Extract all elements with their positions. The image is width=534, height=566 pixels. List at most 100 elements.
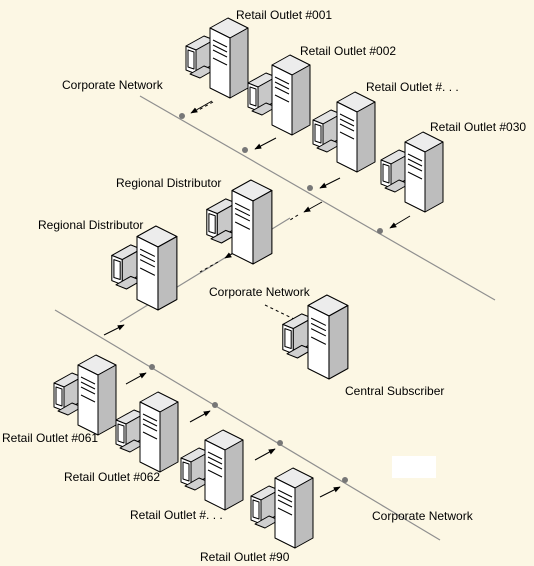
computer-tower-icon — [206, 179, 273, 265]
drive-slot — [80, 381, 96, 390]
arrow-icon — [319, 486, 341, 498]
network-node — [307, 185, 313, 191]
drive-slot — [142, 423, 158, 432]
crt-monitor-icon — [250, 485, 280, 529]
label-central-subscriber: Central Subscriber — [345, 384, 445, 398]
drive-slot — [407, 163, 423, 172]
tower-front — [307, 304, 330, 380]
bottom-network-line — [54, 309, 441, 541]
drive-slot — [139, 248, 156, 257]
drive-slot — [212, 39, 228, 48]
computer-tower-icon — [180, 429, 244, 511]
drive-slot — [339, 131, 355, 140]
crt-monitor-icon — [247, 72, 277, 116]
monitor-screen — [117, 423, 125, 444]
arrow-icon — [289, 214, 299, 221]
network-node — [212, 402, 218, 408]
label-corporate-network-mid: Corporate Network — [209, 285, 310, 299]
label-regional-distributor-1: Regional Distributor — [116, 176, 222, 190]
drive-slot — [407, 153, 423, 162]
monitor-screen — [284, 328, 292, 350]
network-node — [342, 477, 348, 483]
label-corporate-network-bottom: Corporate Network — [372, 509, 473, 523]
crt-monitor-icon — [180, 447, 210, 491]
drive-slot — [339, 118, 355, 127]
network-node — [179, 113, 185, 119]
blank-box — [392, 456, 436, 478]
arrow-icon — [189, 410, 211, 423]
monitor-screen — [252, 499, 260, 520]
crt-monitor-icon — [312, 109, 342, 153]
tower-front — [204, 439, 226, 511]
drive-slot — [277, 499, 293, 508]
tower-front — [136, 235, 159, 311]
monitor-screen — [113, 259, 121, 281]
arrow-icon — [194, 101, 214, 113]
drive-slot — [274, 81, 290, 90]
tower-front — [336, 101, 358, 173]
network-nodes — [149, 113, 383, 483]
drive-slot — [80, 376, 96, 385]
computer-tower-icon — [53, 354, 117, 436]
drive-slot — [310, 322, 327, 332]
arrow-icon — [254, 137, 277, 150]
arrow-icon — [303, 201, 323, 213]
drive-slot — [139, 267, 156, 276]
top-network-line — [139, 95, 496, 301]
label-corporate-network-top: Corporate Network — [62, 78, 163, 92]
crt-monitor-icon — [115, 409, 145, 453]
tower-front — [404, 141, 426, 213]
tower-side — [424, 141, 444, 213]
tower-side — [157, 235, 178, 311]
computer-tower-icon — [380, 131, 444, 213]
tower-side — [252, 189, 273, 265]
tower-side — [229, 27, 249, 99]
drive-slot — [207, 456, 223, 465]
drive-slot — [407, 171, 423, 180]
drive-slot — [80, 394, 96, 403]
drive-slot — [207, 469, 223, 478]
drive-slot — [142, 431, 158, 440]
drive-slot — [274, 94, 290, 103]
crt-monitor-icon — [380, 149, 410, 193]
drive-slot — [234, 202, 251, 211]
drive-slot — [277, 507, 293, 516]
tower-front — [274, 477, 296, 549]
drive-slot — [339, 123, 355, 132]
monitor-screen — [187, 49, 195, 70]
drive-slot — [139, 259, 156, 268]
tower-front — [271, 64, 293, 136]
arrow-icon — [254, 448, 276, 461]
drive-slot — [310, 336, 327, 345]
computer-tower-icon — [111, 225, 178, 311]
arrow-icon — [319, 177, 341, 189]
drive-slot — [80, 386, 96, 395]
monitor-screen — [382, 163, 390, 184]
tower-side — [294, 477, 314, 549]
drive-slot — [234, 213, 251, 222]
drive-slot — [277, 489, 293, 498]
computer-tower-icon — [312, 91, 376, 173]
drive-slot — [212, 57, 228, 66]
drive-slot — [277, 494, 293, 503]
drive-slot — [310, 317, 327, 326]
drive-slot — [339, 113, 355, 122]
tower-side — [356, 101, 376, 173]
arrow-icon — [103, 324, 125, 336]
monitor-screen — [249, 86, 257, 107]
arrow-icon — [190, 100, 213, 114]
crt-monitor-icon — [282, 313, 313, 359]
drive-slot — [207, 461, 223, 470]
arrow-icon — [389, 215, 411, 229]
tower-side — [224, 439, 244, 511]
drive-slot — [234, 207, 251, 217]
computer-tower-icon — [115, 391, 179, 473]
tower-front — [231, 189, 254, 265]
label-retail-outlet-062: Retail Outlet #062 — [64, 470, 161, 484]
label-retail-outlet-001: Retail Outlet #001 — [236, 8, 333, 22]
computer-tower-icon — [282, 294, 349, 380]
drive-slot — [142, 413, 158, 422]
tower-side — [328, 304, 349, 380]
drive-slot — [310, 328, 327, 337]
